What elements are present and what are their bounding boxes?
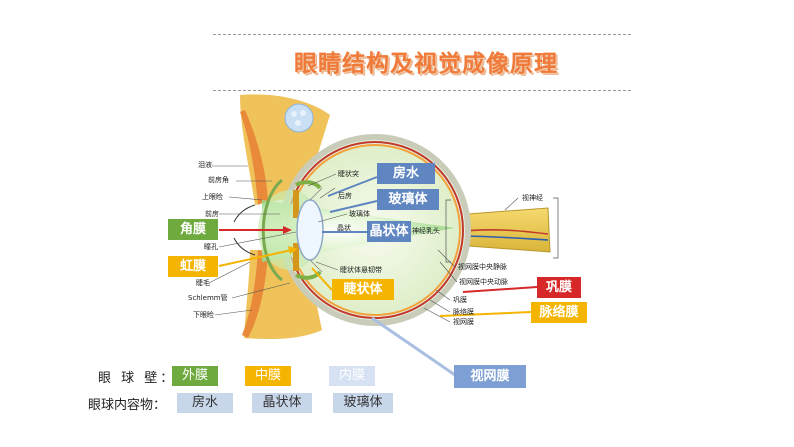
title-divider: [213, 90, 631, 91]
label-retina-small: 视网膜: [453, 318, 474, 326]
page-title: 眼睛结构及视觉成像原理: [294, 51, 558, 77]
legend-content-aqueous: 房水: [177, 393, 233, 413]
label-vitreous-small: 玻璃体: [349, 210, 370, 218]
tag-vitreous: 玻璃体: [377, 189, 439, 210]
legend-wall-outer: 外膜: [172, 366, 218, 386]
lower-lid-muscle: [242, 250, 268, 338]
label-upper-eyelid: 上眼睑: [202, 193, 223, 201]
tag-aqueous: 房水: [377, 163, 435, 184]
label-optic-disc: 神经乳头: [412, 227, 440, 235]
tag-lens: 晶状体: [367, 221, 411, 242]
label-central-artery: 视网膜中央动脉: [459, 278, 508, 286]
label-eyelash: 睫毛: [196, 279, 210, 287]
label-tear: 泪液: [198, 161, 212, 169]
legend-wall-label: 眼 球 壁：: [98, 371, 177, 386]
iris-lower: [293, 243, 299, 271]
tag-choroid: 脉络膜: [531, 302, 587, 323]
label-posterior-chamber: 后房: [338, 192, 352, 200]
label-anterior-chamber: 前房: [205, 210, 219, 218]
legend-wall-inner: 内膜: [329, 366, 375, 386]
lens-shape: [296, 199, 324, 261]
legend-content-label: 眼球内容物：: [88, 398, 167, 413]
legend-wall-middle: 中膜: [245, 366, 291, 386]
label-pupil: 瞳孔: [204, 243, 218, 251]
label-optic-nerve: 视神经: [522, 194, 543, 202]
tag-cornea: 角膜: [168, 219, 218, 240]
tag-iris: 虹膜: [168, 256, 218, 277]
legend-content-lens: 晶状体: [252, 393, 312, 413]
label-lens-small: 晶状: [337, 224, 351, 232]
legend-content-vitreous: 玻璃体: [333, 393, 393, 413]
tag-ciliary-body: 睫状体: [332, 279, 394, 300]
label-anterior-angle: 前房角: [208, 176, 229, 184]
label-sclera-small: 巩膜: [453, 296, 467, 304]
label-schlemm: Schlemm管: [188, 294, 228, 302]
top-divider: [213, 34, 631, 35]
label-ciliary-process: 睫状突: [338, 170, 359, 178]
label-choroid-small: 脉络膜: [453, 308, 474, 316]
lacrimal-gland: [284, 103, 314, 133]
label-lower-eyelid: 下眼睑: [193, 311, 214, 319]
label-central-vein: 视网膜中央静脉: [458, 263, 507, 271]
label-zonule: 睫状体悬韧带: [340, 266, 382, 274]
iris-upper: [293, 190, 299, 218]
tag-sclera: 巩膜: [537, 277, 581, 298]
tag-retina: 视网膜: [454, 365, 526, 388]
